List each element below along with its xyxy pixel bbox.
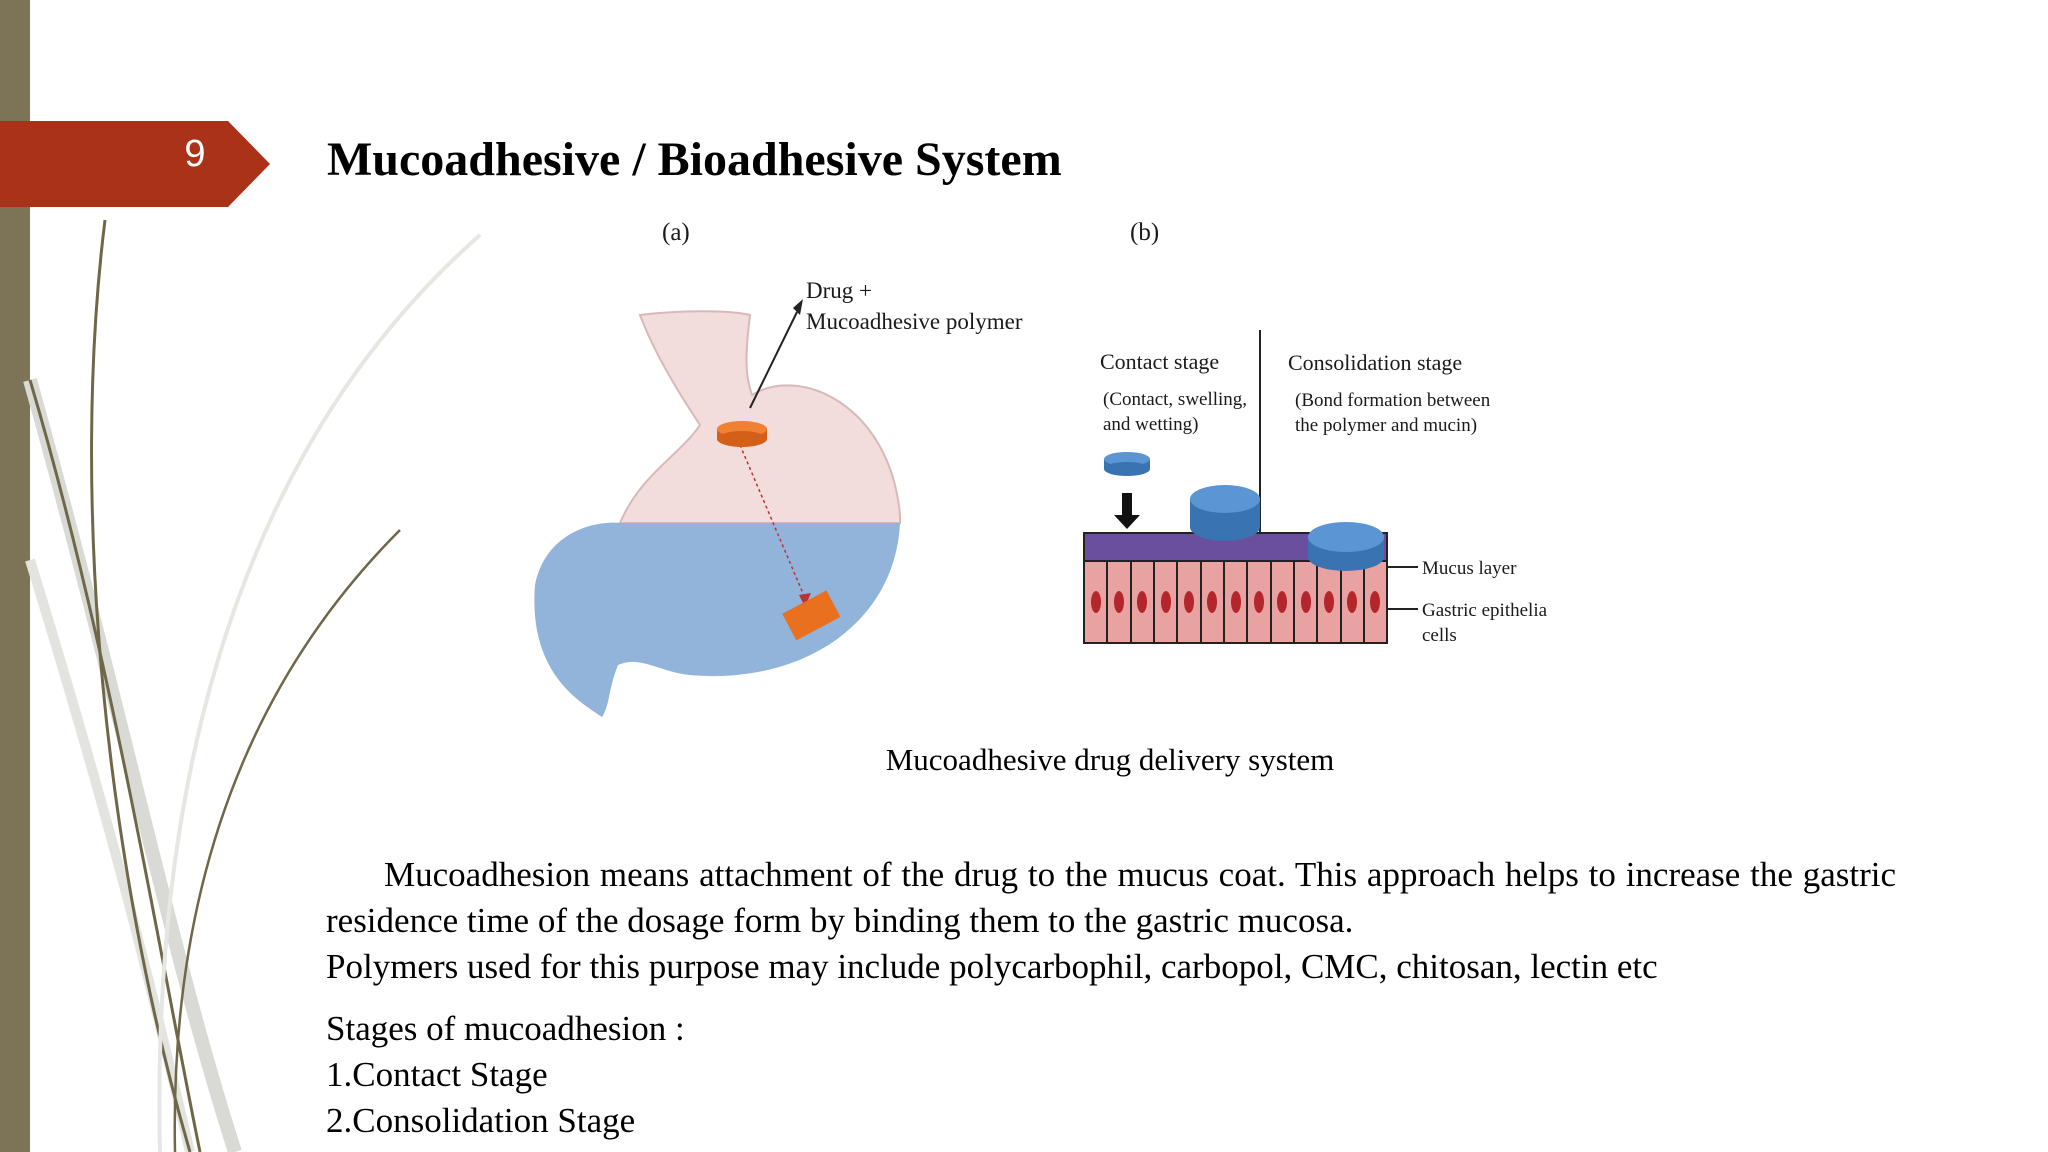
annotation-arrowhead <box>793 299 803 315</box>
stages-heading: Stages of mucoadhesion : <box>326 1009 685 1048</box>
decorative-curves <box>23 219 482 1152</box>
stage-item-2: 2.Consolidation Stage <box>326 1101 636 1140</box>
drug-label-line2: Mucoadhesive polymer <box>806 309 1023 334</box>
epithelial-cells <box>1106 561 1365 643</box>
mucus-layer-label: Mucus layer <box>1422 558 1517 579</box>
cell-nuclei <box>1091 591 1380 613</box>
consolidation-stage-desc-line1: (Bond formation between <box>1295 390 1491 411</box>
slide-title: Mucoadhesive / Bioadhesive System <box>327 133 1062 186</box>
path-arrow <box>739 444 806 599</box>
stomach-upper <box>618 310 901 524</box>
annotation-arrow <box>749 311 798 409</box>
paragraph-polymers: Polymers used for this purpose may inclu… <box>326 947 1658 986</box>
paragraph-definition: Mucoadhesion means attachment of the dru… <box>326 855 1896 940</box>
adhered-tablet <box>782 590 841 641</box>
panel-a: (a) Drug + Mucoadhesive polymer <box>534 219 1023 717</box>
body-text: Mucoadhesion means attachment of the dru… <box>326 852 1896 1144</box>
slide-number-tab <box>0 121 270 207</box>
epithelia-label-line1: Gastric epithelia <box>1422 600 1548 621</box>
panel-b-label: (b) <box>1130 219 1159 246</box>
stomach-lower <box>534 522 900 717</box>
epithelia-label-line2: cells <box>1422 625 1457 646</box>
contact-stage-desc-line1: (Contact, swelling, <box>1103 389 1247 410</box>
floating-tablet <box>717 421 767 447</box>
slide-number: 9 <box>184 133 206 175</box>
panel-a-label: (a) <box>662 219 690 246</box>
falling-polymer-disc <box>1104 452 1150 476</box>
contact-stage-title: Contact stage <box>1100 349 1219 374</box>
path-arrowhead <box>799 593 811 607</box>
swelling-polymer-disc <box>1190 485 1260 541</box>
stage-item-1: 1.Contact Stage <box>326 1055 548 1094</box>
panel-b: (b) Contact stage (Contact, swelling, an… <box>1083 219 1548 646</box>
down-arrow-icon <box>1114 493 1140 529</box>
consolidation-stage-title: Consolidation stage <box>1288 350 1462 375</box>
mucoadhesion-figure: (a) Drug + Mucoadhesive polymer (b) Cont… <box>534 219 1548 717</box>
figure-caption: Mucoadhesive drug delivery system <box>885 742 1335 777</box>
consolidated-polymer-disc <box>1308 522 1384 571</box>
drug-label-line1: Drug + <box>806 278 872 303</box>
contact-stage-desc-line2: and wetting) <box>1103 414 1199 435</box>
consolidation-stage-desc-line2: the polymer and mucin) <box>1295 415 1477 436</box>
